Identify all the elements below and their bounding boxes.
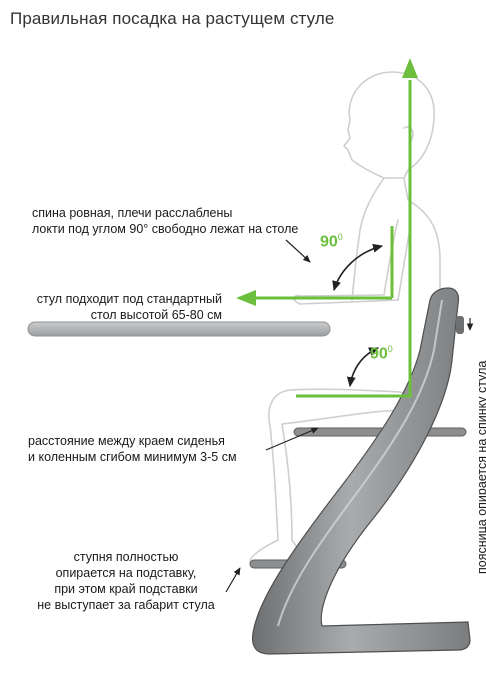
annotation-back-line-2: локти под углом 90° свободно лежат на ст… (32, 222, 299, 236)
page-title: Правильная посадка на растущем стуле (10, 9, 335, 28)
annotation-table-line-1: стул подходит под стандартный (36, 292, 222, 306)
annotation-foot-line-2: опирается на подставку, (55, 566, 197, 580)
annotation-table-line-2: стол высотой 65-80 см (90, 308, 222, 322)
elbow-angle-unit: 0 (337, 232, 343, 242)
hip-angle-unit: 0 (387, 344, 393, 354)
annotation-foot-line-3: при этом край подставки (54, 582, 198, 596)
alignment-guides (236, 58, 418, 398)
annotation-foot-line-4: не выступает за габарит стула (37, 598, 215, 612)
annotation-back-line-1: спина ровная, плечи расслаблены (32, 206, 233, 220)
annotation-knee-line-1: расстояние между краем сиденья (28, 434, 225, 448)
hip-angle-value: 90 (370, 345, 388, 363)
leader-arrows (225, 239, 474, 593)
annotation-lumbar: поясница опирается на спинку стула (475, 360, 486, 574)
elbow-angle-label: 900 (320, 232, 343, 251)
angle-arrows (332, 243, 384, 388)
annotation-foot-line-1: ступня полностью (73, 550, 179, 564)
table-top (27, 321, 331, 337)
growing-chair (249, 287, 471, 655)
elbow-angle-value: 90 (320, 233, 338, 251)
annotation-knee-line-2: и коленным сгибом минимум 3-5 см (28, 450, 237, 464)
hip-angle-label: 900 (370, 344, 393, 363)
